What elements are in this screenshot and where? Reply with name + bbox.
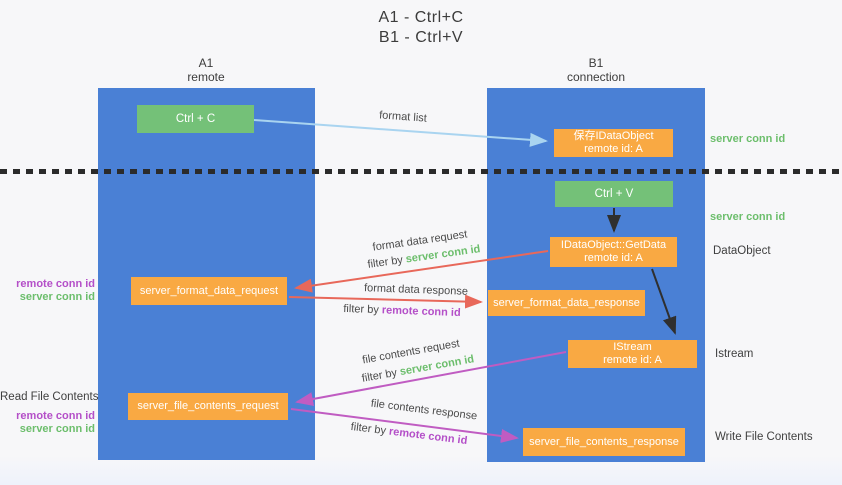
filter-by-text: filter by — [350, 420, 390, 438]
filter-by-text: filter by — [360, 366, 401, 385]
title-line-1: A1 - Ctrl+C — [378, 9, 464, 26]
format-server-conn-id-label: server conn id — [19, 291, 95, 303]
format-remote-conn-id-label: remote conn id — [16, 278, 95, 290]
b1-lane-subtitle: connection — [566, 70, 626, 84]
ctrl-v-box: Ctrl + V — [555, 181, 673, 207]
ctrl-c-box: Ctrl + C — [137, 105, 254, 133]
save-dataobject-line1: 保存IDataObject — [573, 130, 654, 142]
server-conn-id-top-label: server conn id — [710, 133, 786, 145]
ctrl-v-label: Ctrl + V — [594, 187, 634, 200]
phase-separator-line — [0, 169, 842, 174]
write-file-contents-label: Write File Contents — [715, 431, 813, 443]
ctrl-c-label: Ctrl + C — [175, 112, 216, 125]
file-remote-conn-id-label: remote conn id — [16, 410, 95, 422]
file-contents-response-label: file contents response — [370, 397, 478, 423]
diagram-title: A1 - Ctrl+C B1 - Ctrl+V — [321, 8, 521, 48]
b1-lane-name: B1 — [588, 56, 604, 70]
title-line-2: B1 - Ctrl+V — [378, 29, 464, 46]
server-format-data-request-label: server_format_data_request — [139, 284, 279, 297]
dataobject-label: DataObject — [713, 245, 771, 257]
server-format-data-response-box: server_format_data_response — [488, 290, 645, 316]
format-list-label: format list — [378, 109, 428, 125]
server-file-contents-response-box: server_file_contents_response — [523, 428, 685, 456]
istream-side-label: Istream — [715, 348, 754, 360]
a1-lane-name: A1 — [198, 56, 214, 70]
save-dataobject-box: 保存IDataObject remote id: A — [554, 129, 673, 157]
remote-conn-id-value: remote conn id — [388, 425, 468, 448]
filter-by-text: filter by — [366, 253, 407, 271]
istream-line2: remote id: A — [603, 354, 662, 366]
server-conn-id-mid-label: server conn id — [710, 211, 786, 223]
save-dataobject-line2: remote id: A — [584, 143, 643, 155]
filter-by-text: filter by — [343, 302, 383, 317]
format-data-response-label: format data response — [363, 282, 469, 298]
server-file-contents-response-label: server_file_contents_response — [529, 435, 679, 448]
getdata-box: IDataObject::GetData remote id: A — [550, 237, 677, 267]
getdata-line1: IDataObject::GetData — [560, 239, 667, 251]
server-file-contents-request-box: server_file_contents_request — [128, 393, 288, 420]
a1-lane-header: A1 remote — [146, 56, 266, 84]
istream-line1: IStream — [613, 341, 652, 353]
file-response-filter-label: filter by remote conn id — [350, 421, 468, 447]
server-format-data-response-label: server_format_data_response — [493, 296, 640, 309]
server-format-data-request-box: server_format_data_request — [131, 277, 287, 305]
format-response-arrow — [288, 294, 483, 309]
istream-box: IStream remote id: A — [568, 340, 697, 368]
read-file-contents-label: Read File Contents — [0, 391, 99, 403]
getdata-line2: remote id: A — [584, 252, 643, 264]
a1-lane-subtitle: remote — [187, 70, 225, 84]
remote-conn-id-value: remote conn id — [381, 304, 461, 320]
server-file-contents-request-label: server_file_contents_request — [137, 400, 279, 412]
file-server-conn-id-label: server conn id — [19, 423, 95, 435]
b1-lane-header: B1 connection — [536, 56, 656, 84]
format-response-filter-label: filter by remote conn id — [343, 303, 461, 319]
